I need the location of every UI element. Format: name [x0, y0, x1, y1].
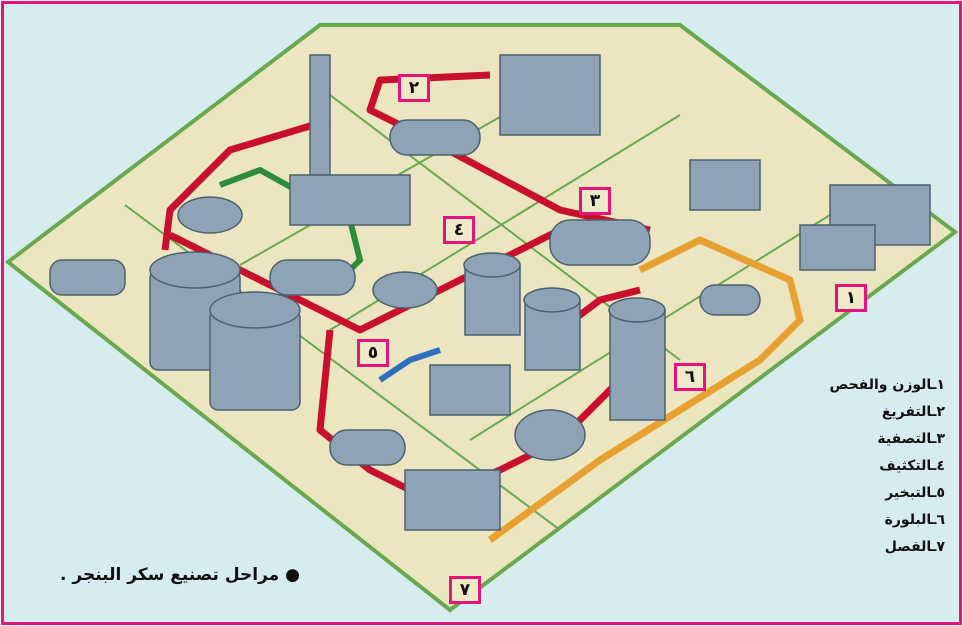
stage-marker-4: ٤ [443, 216, 475, 244]
stage-marker-5: ٥ [357, 339, 389, 367]
bullet-icon: ● [285, 565, 300, 585]
legend-item: ٦ـالبلورة [884, 512, 945, 528]
stage-marker-7: ٧ [449, 576, 481, 604]
legend-item: ٢ـالتفريغ [881, 404, 945, 420]
legend-item: ٥ـالتبخير [885, 485, 945, 501]
blue-pipe [378, 347, 441, 383]
legend-item: ٧ـالفصل [884, 539, 945, 555]
stage-marker-2: ٢ [398, 74, 430, 102]
tanks [49, 54, 931, 531]
stage-marker-6: ٦ [674, 363, 706, 391]
caption-text: مراحل تصنيع سكر البنجر . [60, 565, 280, 585]
legend-item: ١ـالوزن والفحص [829, 377, 945, 393]
legend-item: ٣ـالتصفية [877, 431, 945, 447]
stages-legend: ١ـالوزن والفحص ٢ـالتفريغ ٣ـالتصفية ٤ـالت… [829, 372, 945, 561]
figure-caption: ● مراحل تصنيع سكر البنجر . [60, 565, 300, 585]
stage-marker-3: ٣ [579, 187, 611, 215]
orange-pipe [487, 236, 804, 543]
stage-marker-1: ١ [835, 284, 867, 312]
legend-item: ٤ـالتكثيف [879, 458, 945, 474]
